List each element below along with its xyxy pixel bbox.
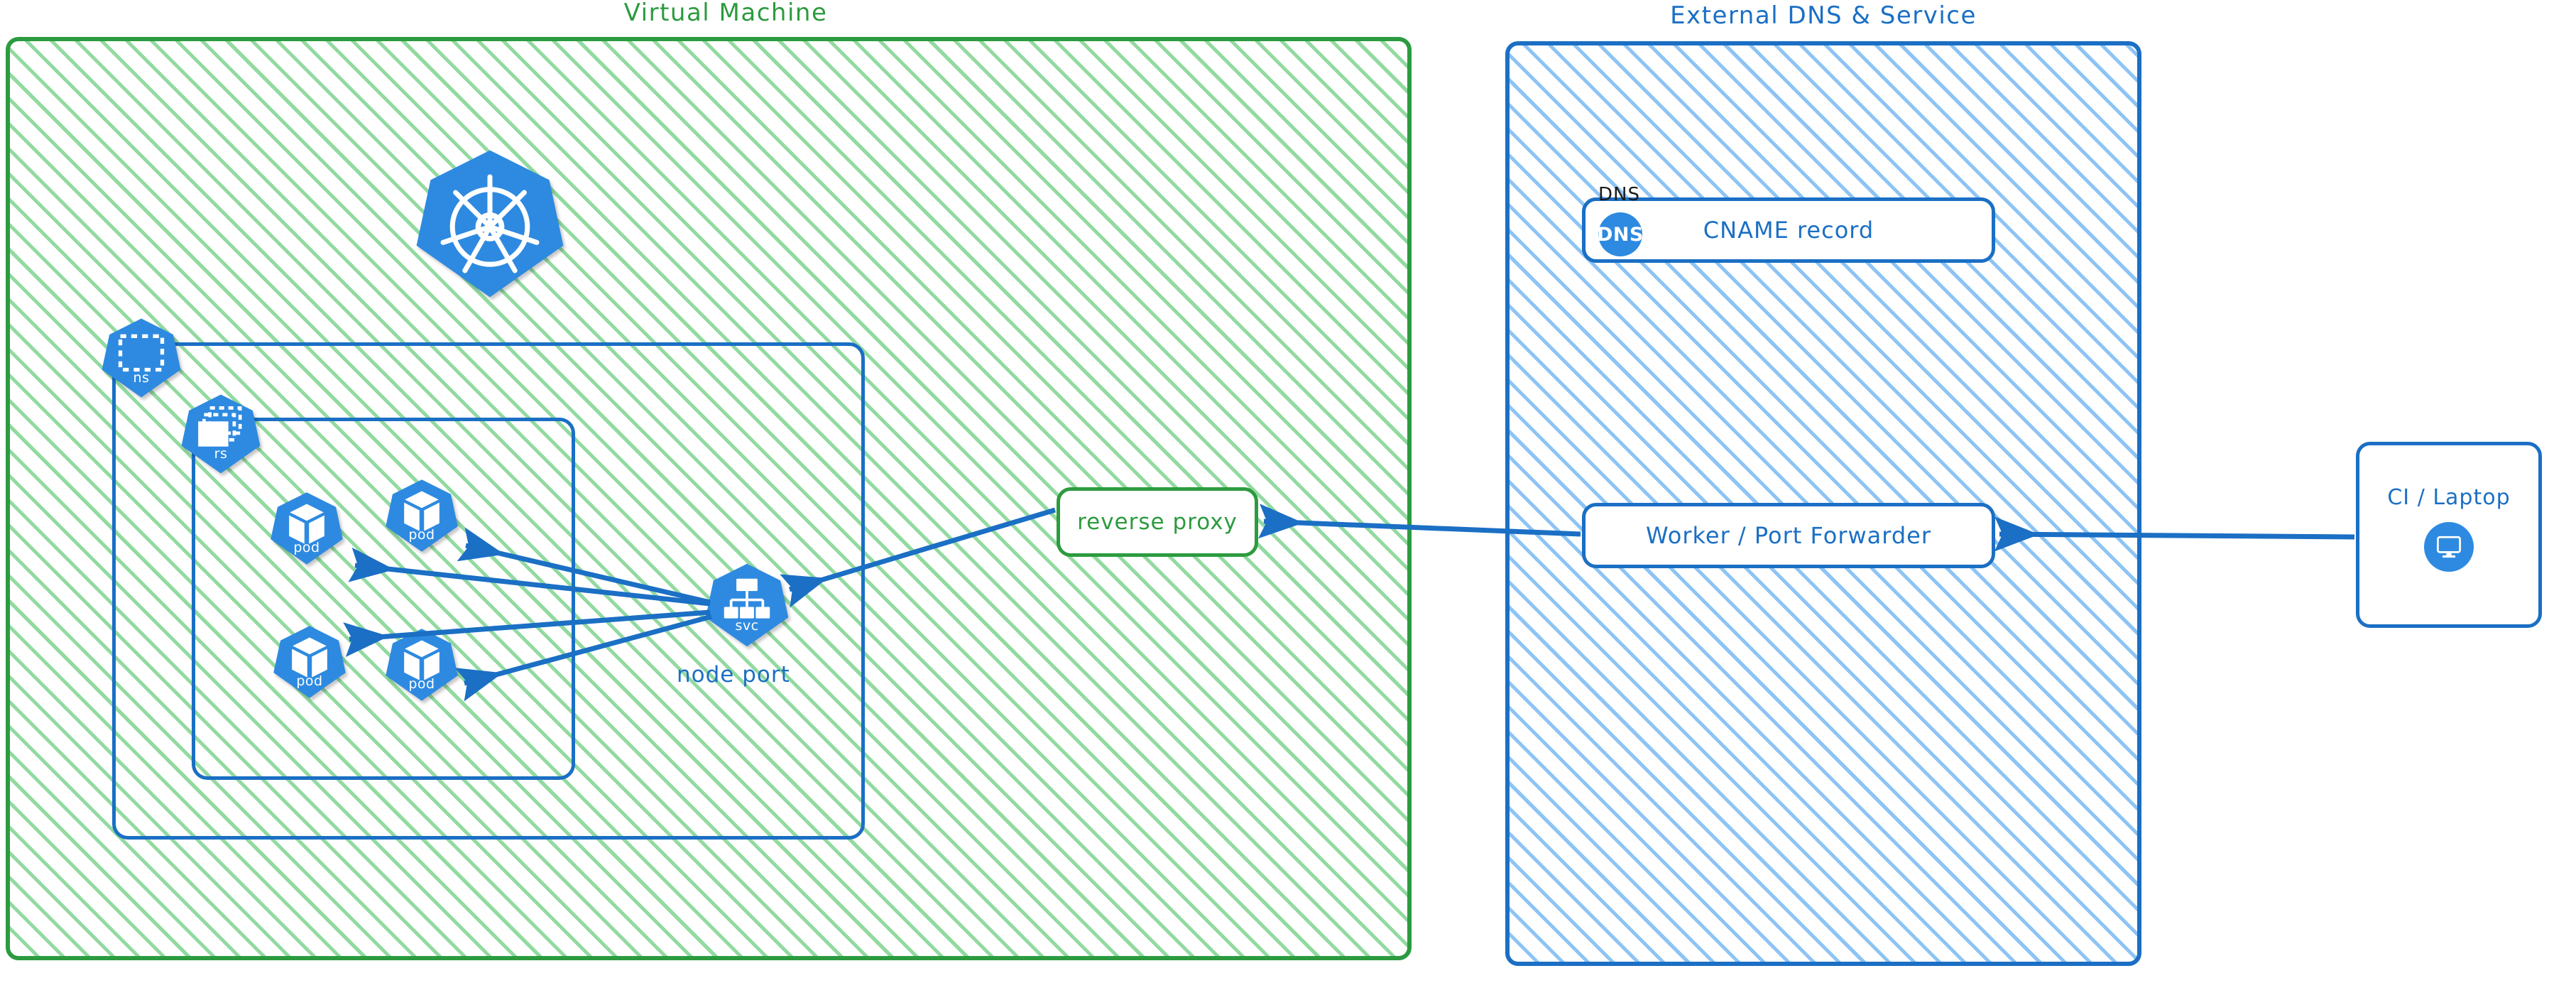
reverse-proxy-label: reverse proxy xyxy=(1077,509,1238,535)
dns-badge-icon: DNS xyxy=(1597,212,1644,256)
namespace-icon[interactable]: ns xyxy=(99,316,183,400)
worker-port-forwarder-box[interactable]: Worker / Port Forwarder xyxy=(1582,503,1995,568)
group-external-dns-service-title: External DNS & Service xyxy=(1670,1,1977,30)
ci-laptop-box[interactable]: CI / Laptop xyxy=(2356,442,2542,628)
kubernetes-helm-logo xyxy=(412,146,568,302)
monitor-icon xyxy=(2424,522,2474,572)
group-virtual-machine-title: Virtual Machine xyxy=(623,0,828,27)
node-port-label: node port xyxy=(677,662,790,688)
pod-icon-1[interactable]: pod xyxy=(268,490,345,567)
dns-card-frame[interactable]: DNS DNS CNAME record xyxy=(1582,184,1995,263)
reverse-proxy-box[interactable]: reverse proxy xyxy=(1057,487,1258,557)
dns-card-title: DNS xyxy=(1598,184,1640,205)
worker-port-forwarder-label: Worker / Port Forwarder xyxy=(1646,522,1931,549)
pod-icon-3[interactable]: pod xyxy=(271,624,348,700)
pod-icon-2[interactable]: pod xyxy=(383,477,460,554)
pod-icon-4[interactable]: pod xyxy=(383,626,460,703)
dns-card-label: CNAME record xyxy=(1703,217,1874,244)
dns-badge-text: DNS xyxy=(1597,223,1644,246)
replicaset-icon[interactable]: rs xyxy=(179,392,263,476)
service-icon[interactable]: svc xyxy=(703,561,791,649)
ci-laptop-label: CI / Laptop xyxy=(2387,485,2511,510)
